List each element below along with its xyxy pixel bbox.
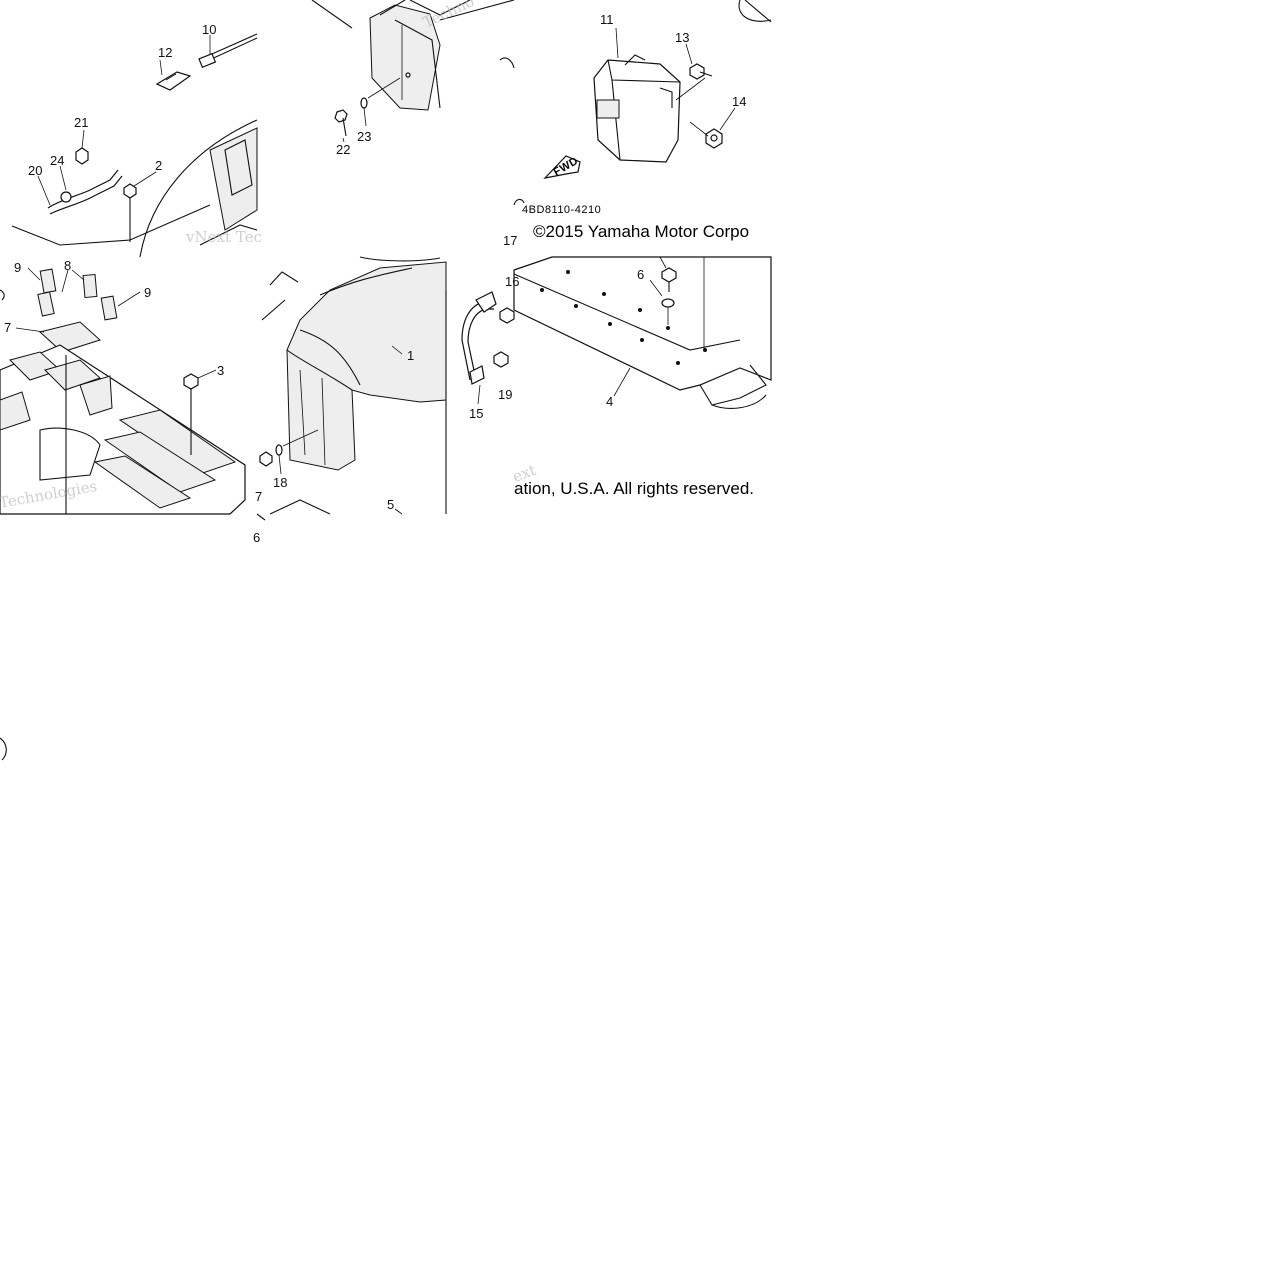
callout-17: 17 <box>503 233 517 248</box>
tile-top-left <box>11 33 258 258</box>
callout-5: 5 <box>387 497 394 512</box>
callout-7: 7 <box>4 320 11 335</box>
callout-20: 20 <box>28 163 42 178</box>
callout-22: 22 <box>336 142 350 157</box>
callout-9b: 9 <box>144 285 151 300</box>
callout-16: 16 <box>505 274 519 289</box>
part-code: 4BD8110-4210 <box>522 204 601 216</box>
callout-15: 15 <box>469 406 483 421</box>
callout-8: 8 <box>64 258 71 273</box>
watermark-2: vNext Tec <box>185 228 262 246</box>
tile-center <box>259 256 515 515</box>
callout-21: 21 <box>74 115 88 130</box>
watermark-1: Techno <box>420 0 477 32</box>
tile-top-right <box>513 0 772 206</box>
callout-12: 12 <box>158 45 172 60</box>
callout-3: 3 <box>217 363 224 378</box>
callout-10: 10 <box>202 22 216 37</box>
tile-left-stub <box>0 737 7 761</box>
callout-11: 11 <box>600 12 614 27</box>
callout-19: 19 <box>498 387 512 402</box>
callout-6-fragment: 6 <box>253 530 260 545</box>
tile-middle-right <box>513 256 772 409</box>
callout-23: 23 <box>357 129 371 144</box>
callout-9a: 9 <box>14 260 21 275</box>
copyright-top: ©2015 Yamaha Motor Corpo <box>533 222 749 241</box>
callout-24: 24 <box>50 153 64 168</box>
callout-18: 18 <box>273 475 287 490</box>
callout-14: 14 <box>732 94 746 109</box>
callout-4: 4 <box>606 394 613 409</box>
callout-labels: 1 2 3 4 5 6 7 8 9 9 10 11 12 13 14 15 16… <box>4 12 746 545</box>
callout-7-fragment: 7 <box>255 489 262 504</box>
callout-6: 6 <box>637 267 644 282</box>
tile-lower-fragment <box>256 513 266 521</box>
callout-13: 13 <box>675 30 689 45</box>
callout-2: 2 <box>155 158 162 173</box>
callout-1: 1 <box>407 348 414 363</box>
tile-top-middle <box>311 0 515 143</box>
copyright-bottom: ation, U.S.A. All rights reserved. <box>514 479 754 498</box>
tile-middle-left <box>0 267 246 515</box>
